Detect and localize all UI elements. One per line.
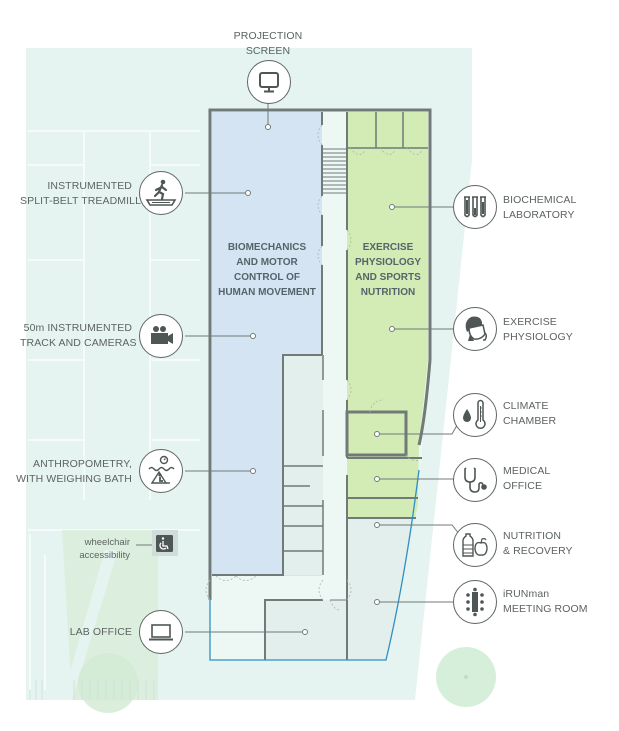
label-line: PHYSIOLOGY	[503, 331, 573, 343]
treadmill-icon[interactable]	[139, 171, 183, 215]
label-projection-screen: PROJECTION SCREEN	[218, 29, 318, 59]
zone-line: PHYSIOLOGY	[354, 257, 422, 268]
label-line: MEETING ROOM	[503, 603, 588, 615]
zone-line: BIOMECHANICS	[227, 242, 307, 253]
room-markers	[245, 124, 395, 635]
label-line: WITH WEIGHING BATH	[16, 473, 132, 485]
label-line: SCREEN	[245, 45, 291, 57]
label-line: 50m INSTRUMENTED	[23, 322, 132, 334]
label-line: accessibility	[79, 550, 130, 561]
label-line: ANTHROPOMETRY,	[32, 458, 132, 470]
building	[210, 110, 430, 660]
test-tubes-icon[interactable]	[453, 185, 497, 229]
doors	[205, 124, 423, 611]
building-outline	[209, 469, 420, 661]
bottle-apple-icon[interactable]	[453, 523, 497, 567]
zone-line: CONTROL OF	[234, 272, 300, 283]
label-line: MEDICAL	[503, 465, 551, 477]
label-treadmill: INSTRUMENTED SPLIT-BELT TREADMILL	[20, 179, 142, 209]
label-line: SPLIT-BELT TREADMILL	[20, 195, 142, 207]
zone-label-biomechanics: BIOMECHANICS AND MOTOR CONTROL OF HUMAN …	[216, 240, 318, 300]
label-line: LABORATORY	[503, 209, 575, 221]
label-line: & RECOVERY	[503, 545, 573, 557]
zone-line: AND MOTOR	[236, 257, 298, 268]
meeting-table-icon[interactable]	[453, 580, 497, 624]
label-meeting-room: iRUNman MEETING ROOM	[503, 587, 613, 617]
monitor-icon[interactable]	[247, 60, 291, 104]
label-wheelchair-accessibility: wheelchair accessibility	[40, 536, 130, 562]
label-climate-chamber: CLIMATE CHAMBER	[503, 399, 613, 429]
label-line: INSTRUMENTED	[47, 180, 132, 192]
zone-line: AND SPORTS	[355, 272, 421, 283]
label-medical-office: MEDICAL OFFICE	[503, 464, 613, 494]
label-track: 50m INSTRUMENTED TRACK AND CAMERAS	[20, 321, 137, 351]
exercise-zone[interactable]	[347, 112, 428, 518]
label-line: NUTRITION	[503, 530, 562, 542]
laptop-icon[interactable]	[139, 610, 183, 654]
weighing-bath-icon[interactable]	[139, 449, 183, 493]
label-biochemical-lab: BIOCHEMICAL LABORATORY	[503, 193, 613, 223]
label-line: iRUNman	[503, 588, 550, 600]
label-line: BIOCHEMICAL	[503, 194, 577, 206]
label-line: PROJECTION	[233, 30, 303, 42]
gas-mask-icon[interactable]	[453, 307, 497, 351]
zone-line: HUMAN MOVEMENT	[218, 287, 316, 298]
label-line: CHAMBER	[503, 415, 557, 427]
zone-line: EXERCISE	[362, 242, 414, 253]
stethoscope-icon[interactable]	[453, 458, 497, 502]
label-line: TRACK AND CAMERAS	[20, 337, 137, 349]
label-line: EXERCISE	[503, 316, 557, 328]
zone-line: NUTRITION	[360, 287, 416, 298]
label-line: OFFICE	[503, 480, 543, 492]
zone-label-exercise: EXERCISE PHYSIOLOGY AND SPORTS NUTRITION	[348, 240, 428, 300]
label-exercise-physiology: EXERCISE PHYSIOLOGY	[503, 315, 613, 345]
label-anthropometry: ANTHROPOMETRY, WITH WEIGHING BATH	[10, 457, 132, 487]
thermometer-drop-icon[interactable]	[453, 393, 497, 437]
label-nutrition-recovery: NUTRITION & RECOVERY	[503, 529, 613, 559]
label-lab-office: LAB OFFICE	[20, 625, 132, 640]
label-line: LAB OFFICE	[69, 626, 132, 638]
label-line: CLIMATE	[503, 400, 549, 412]
video-camera-icon[interactable]	[139, 314, 183, 358]
label-line: wheelchair	[84, 537, 130, 548]
